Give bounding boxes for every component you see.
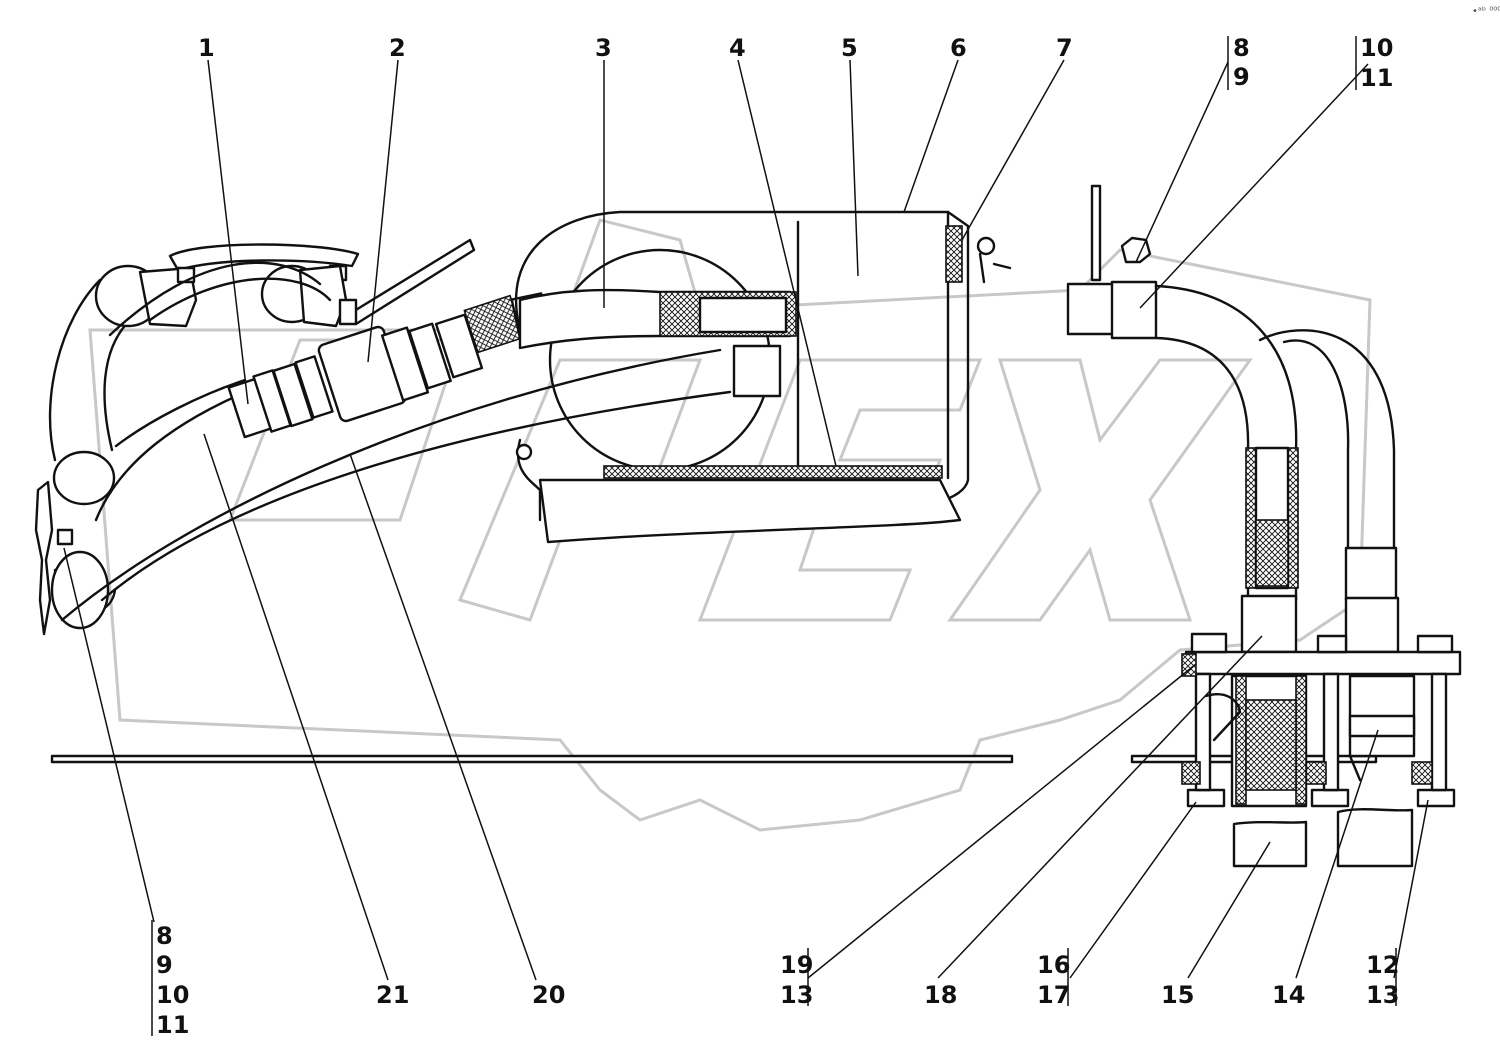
callout-8-top: 8: [1233, 34, 1250, 62]
callout-13-b: 13: [1366, 981, 1399, 1009]
callout-6: 6: [950, 34, 967, 62]
callout-2: 2: [389, 34, 406, 62]
muffler-canister: [514, 210, 1012, 544]
callout-14: 14: [1272, 981, 1305, 1009]
callout-19: 19: [780, 951, 813, 979]
callout-9-top: 9: [1233, 63, 1250, 91]
callout-3: 3: [595, 34, 612, 62]
callout-16: 16: [1037, 951, 1070, 979]
callout-12: 12: [1366, 951, 1399, 979]
callout-13-a: 13: [780, 981, 813, 1009]
floor-plate: [50, 754, 1378, 764]
callout-labels: 1 2 3 4 5 6 7 8 9 10 11 8 9 10 11 21 20 …: [156, 34, 1399, 1039]
callout-15: 15: [1161, 981, 1194, 1009]
callout-10-left: 10: [156, 981, 189, 1009]
callout-5: 5: [841, 34, 858, 62]
callout-18: 18: [924, 981, 957, 1009]
callout-4: 4: [729, 34, 746, 62]
callout-8-left: 8: [156, 922, 173, 950]
leader-lines: [63, 36, 1429, 1036]
left-pipe-assembly: [34, 243, 732, 636]
callout-11-left: 11: [156, 1011, 189, 1039]
callout-11-top: 11: [1360, 64, 1393, 92]
callout-9-left: 9: [156, 951, 173, 979]
callout-21: 21: [376, 981, 409, 1009]
callout-1: 1: [198, 34, 215, 62]
right-outlet-assembly: [1066, 184, 1462, 868]
callout-20: 20: [532, 981, 565, 1009]
corner-mark: •ᵃᵇ ⁰⁰⁰: [1472, 6, 1500, 17]
callout-10-top: 10: [1360, 34, 1393, 62]
callout-7: 7: [1056, 34, 1073, 62]
callout-17: 17: [1037, 981, 1070, 1009]
